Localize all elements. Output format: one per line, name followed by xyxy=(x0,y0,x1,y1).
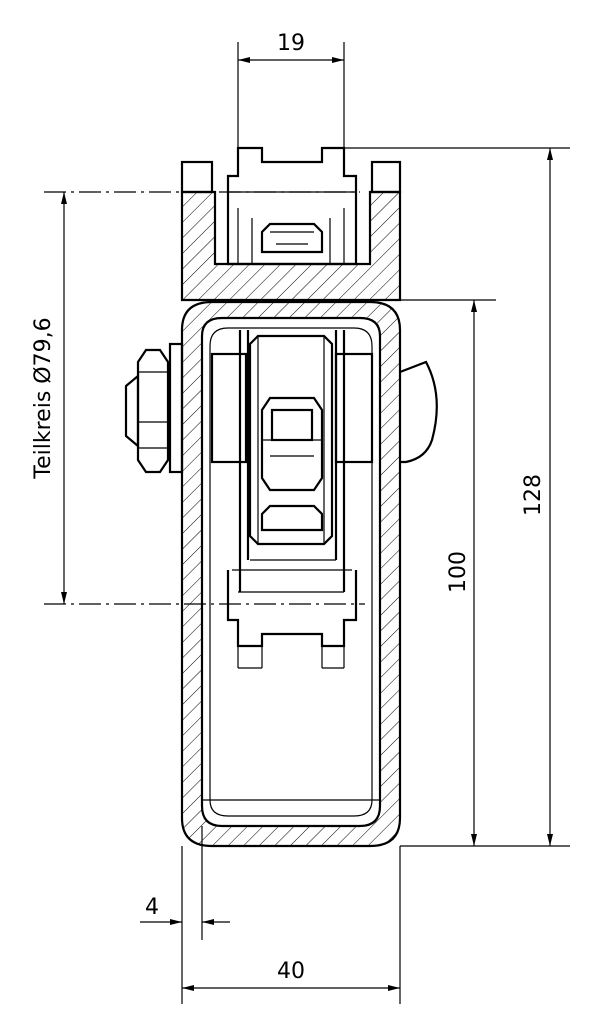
dimension-inner-height: 100 xyxy=(400,299,496,846)
dimension-label-inner-height: 100 xyxy=(446,551,471,593)
dimension-overall-height: 128 xyxy=(344,147,570,847)
side-flange xyxy=(399,360,438,464)
lower-carriage xyxy=(226,570,358,669)
dimension-label-overall-height: 128 xyxy=(521,474,546,516)
dimension-label-pitch-circle: Teilkreis Ø79,6 xyxy=(31,317,56,479)
dimension-wall-thickness: 4 xyxy=(140,826,230,1004)
carriage-block xyxy=(180,146,402,302)
dimension-pitch-circle: Teilkreis Ø79,6 xyxy=(31,192,67,604)
dimension-overall-width: 40 xyxy=(182,846,401,1004)
side-bolt xyxy=(124,342,184,474)
rail-profile xyxy=(180,300,402,848)
roller-assembly xyxy=(210,330,374,592)
dimension-label-top-width: 19 xyxy=(277,31,305,56)
center-lines xyxy=(44,191,365,605)
dimension-top-width: 19 xyxy=(237,31,345,148)
dimension-label-overall-width: 40 xyxy=(277,959,305,984)
dimension-label-wall-thickness: 4 xyxy=(145,895,159,920)
